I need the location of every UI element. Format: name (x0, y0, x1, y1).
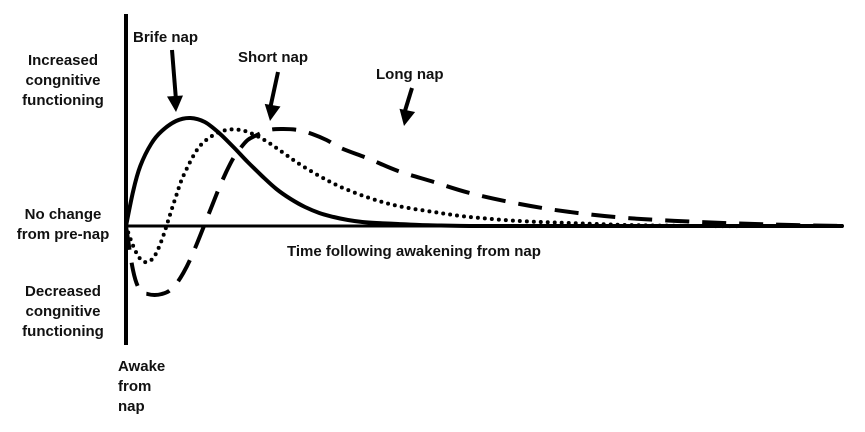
arrow-shaft-short-nap (268, 71, 280, 110)
arrow-head-short-nap (264, 103, 281, 121)
annotation-brife-nap: Brife nap (133, 29, 198, 46)
annotation-short-nap: Short nap (238, 49, 308, 66)
series-line-short-nap (124, 127, 844, 265)
series-layer (124, 115, 844, 297)
series-line-long-nap (124, 126, 843, 297)
arrow-head-long-nap (399, 108, 416, 126)
series-line-brife-nap (124, 115, 844, 229)
annotation-long-nap: Long nap (376, 66, 444, 83)
arrow-shaft-long-nap (402, 87, 414, 115)
x-axis-label: Time following awakening from nap (287, 243, 541, 260)
arrow-head-brife-nap (167, 95, 183, 112)
arrow-shaft-brife-nap (170, 49, 178, 101)
